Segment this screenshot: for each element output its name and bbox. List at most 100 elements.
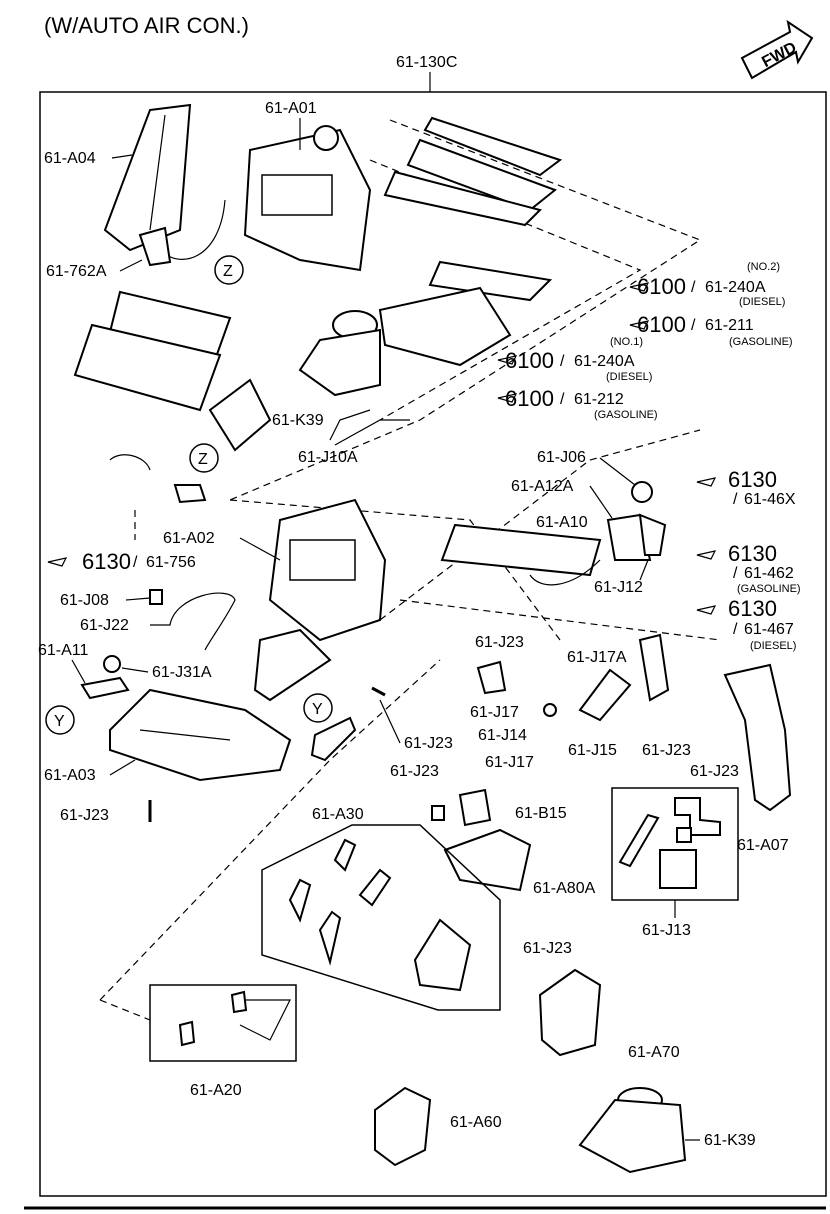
svg-text:6100: 6100	[637, 312, 686, 337]
part-61-j31a-grommet	[103, 655, 121, 673]
label-61-130c: 61-130C	[396, 54, 457, 71]
part-61-j22-wire	[150, 592, 236, 651]
explode-lines	[99, 119, 721, 1021]
svg-text:61-212: 61-212	[574, 391, 624, 408]
label-61-j14: 61-J14	[478, 727, 527, 744]
label-61-j23-r2: 61-J23	[690, 763, 739, 780]
svg-text:(GASOLINE): (GASOLINE)	[729, 336, 793, 348]
part-screw-mid	[371, 686, 386, 697]
label-61-j22: 61-J22	[80, 617, 129, 634]
svg-text:(NO.1): (NO.1)	[610, 336, 643, 348]
svg-text:Y: Y	[312, 701, 323, 718]
svg-text:61-240A: 61-240A	[574, 353, 635, 370]
svg-text:61-462: 61-462	[744, 565, 794, 582]
part-61-762a-harness	[138, 199, 226, 267]
ref-callout-1: (NO.2) 6100 / 61-240A (DIESEL)	[637, 261, 785, 308]
part-61-a03-lower-case	[109, 688, 292, 782]
label-61-j23-r1: 61-J23	[642, 742, 691, 759]
label-61-b15: 61-B15	[515, 805, 567, 822]
label-61-a20: 61-A20	[190, 1082, 242, 1099]
label-61-a02: 61-A02	[163, 530, 215, 547]
label-61-j15: 61-J15	[568, 742, 617, 759]
label-61-j12: 61-J12	[594, 579, 643, 596]
label-61-a03: 61-A03	[44, 767, 96, 784]
label-61-a04: 61-A04	[44, 150, 96, 167]
part-61-j06-grommet	[631, 481, 653, 503]
part-61-a30-linkage-set	[261, 824, 501, 1011]
ref-callout-4: 6100 / 61-212 (GASOLINE)	[505, 386, 658, 421]
ref-hand-icons	[47, 282, 717, 615]
label-61-j10a: 61-J10A	[298, 449, 358, 466]
diagram-title: (W/AUTO AIR CON.)	[44, 13, 249, 38]
svg-text:(DIESEL): (DIESEL)	[750, 640, 796, 652]
svg-text:6130: 6130	[728, 596, 777, 621]
label-61-a11: 61-A11	[38, 642, 89, 659]
part-61-a80a-module	[431, 805, 532, 892]
fwd-arrow-icon: FWD	[740, 19, 814, 80]
svg-text:6130: 6130	[728, 541, 777, 566]
label-61-a01: 61-A01	[265, 100, 317, 117]
svg-text:61-46X: 61-46X	[744, 491, 796, 508]
label-61-j17a: 61-J17A	[567, 649, 627, 666]
svg-text:/: /	[691, 317, 696, 334]
svg-text:6100: 6100	[505, 386, 554, 411]
label-61-j23-top: 61-J23	[475, 634, 524, 651]
svg-text:(DIESEL): (DIESEL)	[739, 296, 785, 308]
svg-text:/: /	[733, 621, 738, 638]
label-61-a70: 61-A70	[628, 1044, 680, 1061]
svg-text:/: /	[733, 565, 738, 582]
part-61-b15-sensor	[458, 788, 492, 827]
label-61-j23-b15: 61-J23	[390, 763, 439, 780]
svg-text:61-211: 61-211	[705, 317, 754, 334]
label-61-k39-bottom: 61-K39	[704, 1132, 756, 1149]
label-61-j06: 61-J06	[537, 449, 586, 466]
label-61-j23-a80: 61-J23	[523, 940, 572, 957]
svg-text:/: /	[733, 491, 738, 508]
svg-text:Z: Z	[198, 451, 208, 468]
part-61-a07-duct	[723, 663, 792, 812]
svg-text:/: /	[560, 353, 565, 370]
label-61-j17-a: 61-J17	[470, 704, 519, 721]
svg-text:Y: Y	[54, 713, 65, 730]
svg-text:61-240A: 61-240A	[705, 279, 766, 296]
label-61-j23-a03: 61-J23	[60, 807, 109, 824]
part-filter-frames	[383, 116, 563, 302]
ref-callout-8: 6130 / 61-756	[82, 549, 196, 574]
label-61-a07: 61-A07	[737, 837, 789, 854]
part-61-a12a-bracket	[606, 513, 667, 561]
part-61-a02-lower-case	[253, 498, 387, 702]
svg-text:6100: 6100	[637, 274, 686, 299]
label-61-a12a: 61-A12A	[511, 478, 574, 495]
marker-z-2: Z	[189, 443, 219, 473]
svg-text:(DIESEL): (DIESEL)	[606, 371, 652, 383]
svg-text:6130: 6130	[82, 549, 131, 574]
part-61-k39-blower-top	[298, 310, 381, 397]
part-61-a60-actuator	[374, 1086, 432, 1167]
ref-callout-3: (NO.1) 6100 / 61-240A (DIESEL)	[505, 336, 652, 383]
label-61-j17-b: 61-J17	[485, 754, 534, 771]
label-61-a10: 61-A10	[536, 514, 588, 531]
part-61-a11-seal	[80, 676, 130, 700]
part-filter-grid	[73, 290, 272, 452]
svg-text:61-756: 61-756	[146, 554, 196, 571]
part-61-a01-upper-case	[243, 125, 372, 272]
ref-callout-6: 6130 / 61-462 (GASOLINE)	[728, 541, 801, 595]
svg-text:6130: 6130	[728, 467, 777, 492]
part-61-j08-clip	[149, 589, 163, 605]
label-61-a30: 61-A30	[312, 806, 364, 823]
svg-text:/: /	[133, 554, 138, 571]
marker-z-1: Z	[214, 255, 244, 285]
svg-text:/: /	[560, 391, 565, 408]
svg-text:/: /	[691, 279, 696, 296]
label-61-j23-mid: 61-J23	[404, 735, 453, 752]
part-61-a04-duct	[103, 103, 192, 252]
marker-y-2: Y	[303, 693, 333, 723]
part-y-seal	[310, 716, 357, 762]
svg-text:(GASOLINE): (GASOLINE)	[737, 583, 801, 595]
ref-callout-7: 6130 / 61-467 (DIESEL)	[728, 596, 796, 652]
part-61-j15-linkage	[578, 668, 632, 722]
label-61-j08: 61-J08	[60, 592, 109, 609]
part-61-a10-heater-core	[440, 523, 602, 586]
marker-y-1: Y	[45, 705, 75, 735]
svg-text:6100: 6100	[505, 348, 554, 373]
